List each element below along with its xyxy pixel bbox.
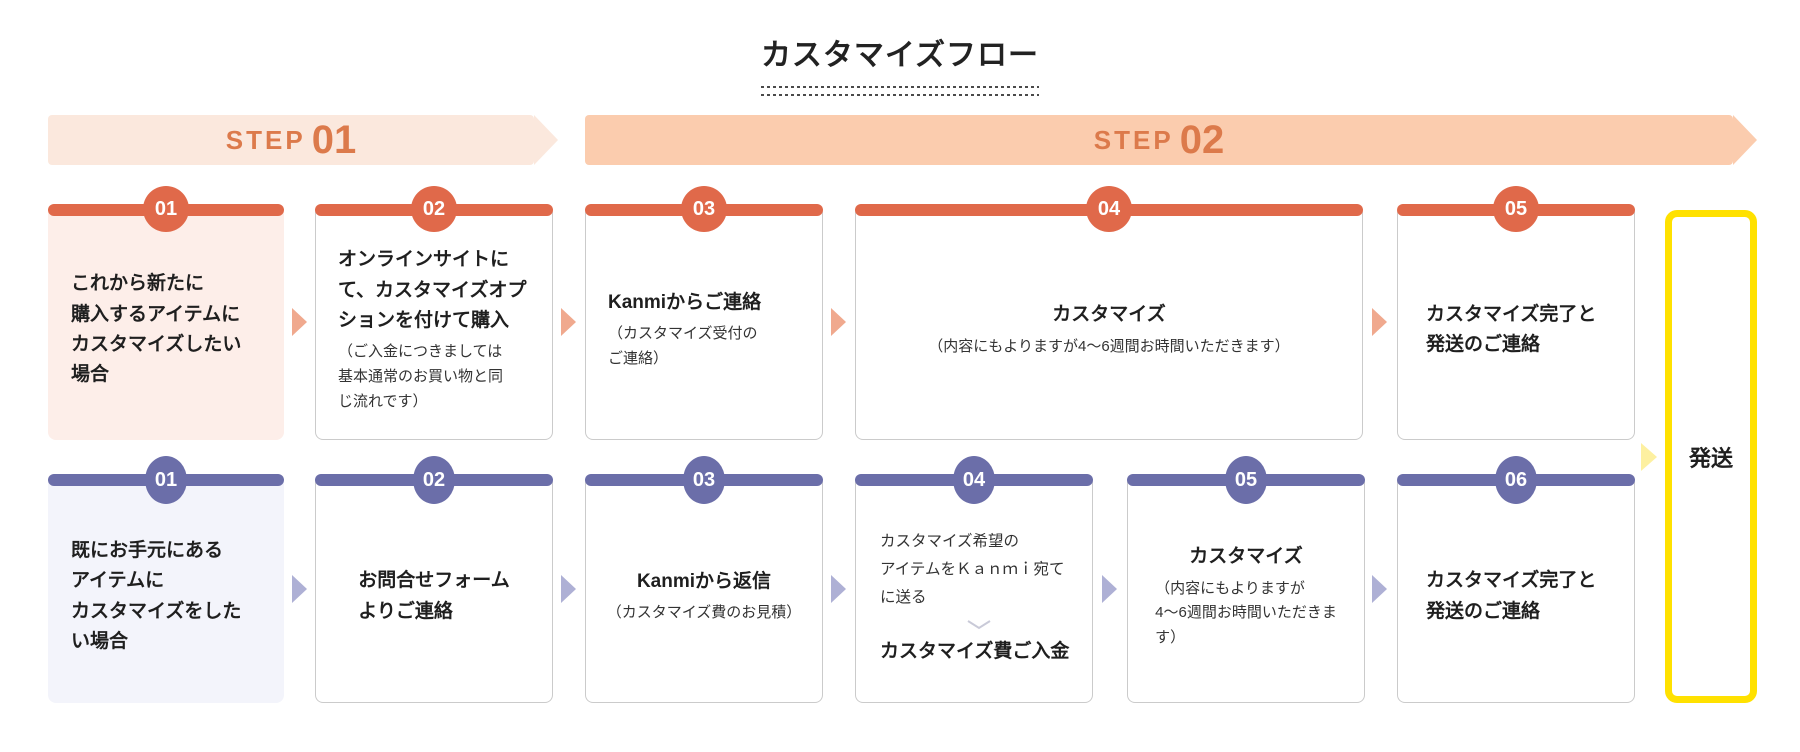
flow-card-bottom-3: 03 Kanmiから返信 （カスタマイズ費のお見積） — [585, 456, 823, 703]
card-content: カスタマイズ （内容にもよりますが 4〜6週間お時間いただきま す） — [1128, 487, 1364, 702]
card-title: Kanmiから返信 — [636, 570, 772, 592]
card-content: カスタマイズ完了と 発送のご連絡 — [1398, 487, 1634, 702]
flow-card-bottom-2: 02 お問合せフォーム よりご連絡 — [315, 456, 553, 703]
flow-arrow-icon — [1372, 308, 1387, 336]
card-title: オンラインサイトに て、カスタマイズオプ ションを付けて購入 — [338, 249, 527, 332]
card-content: カスタマイズ （内容にもよりますが4〜6週間お時間いただきます） — [856, 217, 1362, 439]
step-number-badge: 02 — [413, 456, 455, 504]
step-number-badge: 03 — [683, 456, 725, 504]
card-content: 既にお手元にある アイテムに カスタマイズをした い場合 — [49, 487, 283, 702]
card-title: カスタマイズ完了と 発送のご連絡 — [1426, 570, 1597, 622]
step2-label: STEP — [1093, 124, 1174, 155]
step1-number: 01 — [311, 117, 357, 162]
card-subtitle: （内容にもよりますが 4〜6週間お時間いただきま す） — [1155, 579, 1337, 647]
card-subtitle: （カスタマイズ受付の ご連絡） — [608, 325, 758, 368]
chevron-down-icon — [967, 620, 991, 630]
step1-label: STEP — [225, 124, 306, 155]
shipping-box: 発送 — [1665, 210, 1757, 703]
step2-banner: STEP 02 — [585, 115, 1757, 165]
card-subtitle: （内容にもよりますが4〜6週間お時間いただきます） — [928, 337, 1290, 355]
flow-arrow-icon — [831, 308, 846, 336]
card-content: これから新たに 購入するアイテムに カスタマイズしたい 場合 — [49, 217, 283, 439]
card-title: カスタマイズ — [1052, 304, 1166, 326]
flow-arrow-icon — [831, 575, 846, 603]
flow-arrow-icon — [292, 575, 307, 603]
step-number-badge: 04 — [953, 456, 995, 504]
step-number-badge: 03 — [681, 186, 727, 232]
card-content: Kanmiからご連絡 （カスタマイズ受付の ご連絡） — [586, 217, 822, 439]
card-text: カスタマイズ希望の アイテムをＫａｎｍｉ宛て に送る — [880, 532, 1065, 606]
flow-card-top-5: 05 カスタマイズ完了と 発送のご連絡 — [1397, 186, 1635, 440]
card-subtitle: （カスタマイズ費のお見積） — [606, 604, 802, 622]
flow-card-bottom-5: 05 カスタマイズ （内容にもよりますが 4〜6週間お時間いただきま す） — [1127, 456, 1365, 703]
banner-arrow-tip — [534, 115, 558, 165]
header: カスタマイズフロー — [0, 30, 1800, 96]
flow-arrow-icon — [1372, 575, 1387, 603]
step-number-badge: 04 — [1086, 186, 1132, 232]
card-subtitle: （ご入金につきましては 基本通常のお買い物と同 じ流れです） — [338, 343, 504, 410]
step-number-badge: 05 — [1225, 456, 1267, 504]
page-title: カスタマイズフロー — [760, 39, 1040, 72]
banner-arrow-tip — [1733, 115, 1757, 165]
step-number-badge: 06 — [1495, 456, 1537, 504]
card-title: Kanmiからご連絡 — [608, 292, 762, 314]
flow-card-bottom-4: 04 カスタマイズ希望の アイテムをＫａｎｍｉ宛て に送る カスタマイズ費ご入金 — [855, 456, 1093, 703]
title-underline — [761, 86, 1039, 96]
flow-arrow-icon — [561, 575, 576, 603]
flow-card-top-3: 03 Kanmiからご連絡 （カスタマイズ受付の ご連絡） — [585, 186, 823, 440]
step1-banner: STEP 01 — [48, 115, 558, 165]
step-number-badge: 05 — [1493, 186, 1539, 232]
flow-card-bottom-6: 06 カスタマイズ完了と 発送のご連絡 — [1397, 456, 1635, 703]
flow-card-bottom-1: 01 既にお手元にある アイテムに カスタマイズをした い場合 — [48, 456, 284, 703]
flow-card-top-4: 04 カスタマイズ （内容にもよりますが4〜6週間お時間いただきます） — [855, 186, 1363, 440]
flow-arrow-icon — [1102, 575, 1117, 603]
card-content: オンラインサイトに て、カスタマイズオプ ションを付けて購入 （ご入金につきまし… — [316, 217, 552, 439]
step-number-badge: 01 — [143, 186, 189, 232]
card-content: カスタマイズ希望の アイテムをＫａｎｍｉ宛て に送る カスタマイズ費ご入金 — [856, 487, 1092, 702]
shipping-arrow-icon — [1641, 443, 1657, 471]
card-title: これから新たに 購入するアイテムに カスタマイズしたい 場合 — [71, 273, 242, 386]
card-title: お問合せフォーム よりご連絡 — [358, 570, 510, 622]
card-title: 既にお手元にある アイテムに カスタマイズをした い場合 — [71, 539, 242, 652]
flow-arrow-icon — [292, 308, 307, 336]
card-content: お問合せフォーム よりご連絡 — [316, 487, 552, 702]
flow-arrow-icon — [561, 308, 576, 336]
card-title: カスタマイズ — [1189, 546, 1303, 568]
step-number-badge: 02 — [411, 186, 457, 232]
card-content: カスタマイズ完了と 発送のご連絡 — [1398, 217, 1634, 439]
shipping-label: 発送 — [1688, 445, 1733, 471]
card-title: カスタマイズ完了と 発送のご連絡 — [1426, 303, 1597, 355]
step2-number: 02 — [1179, 117, 1225, 162]
flow-card-top-1: 01 これから新たに 購入するアイテムに カスタマイズしたい 場合 — [48, 186, 284, 440]
flow-card-top-2: 02 オンラインサイトに て、カスタマイズオプ ションを付けて購入 （ご入金につ… — [315, 186, 553, 440]
card-title: カスタマイズ費ご入金 — [880, 641, 1070, 663]
card-content: Kanmiから返信 （カスタマイズ費のお見積） — [586, 487, 822, 702]
step-number-badge: 01 — [145, 456, 187, 504]
